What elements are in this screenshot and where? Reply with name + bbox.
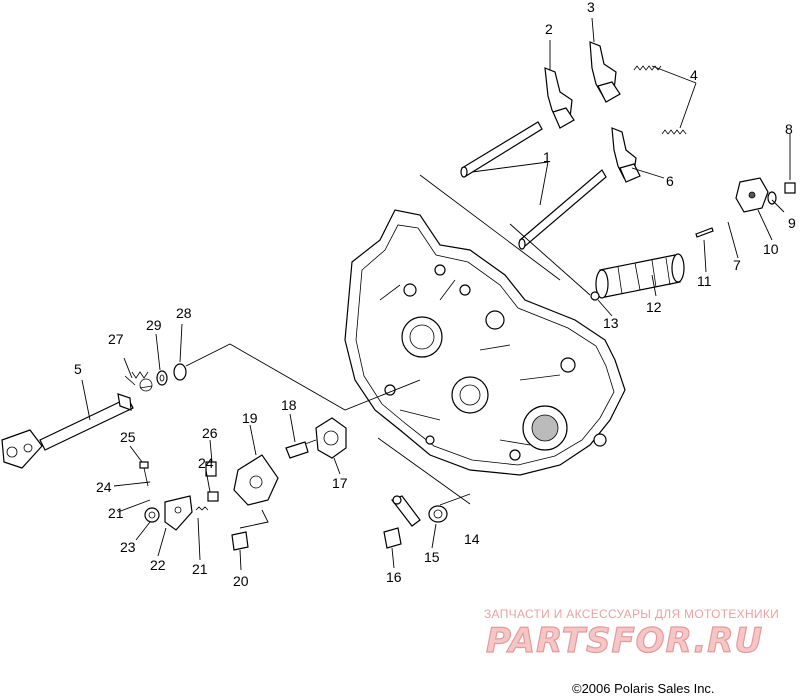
shift-rod-upper: [460, 121, 543, 178]
pin-25: [139, 461, 149, 487]
return-spring-27: [124, 371, 153, 392]
callout-22: 22: [150, 557, 166, 573]
retainer-17: [315, 417, 347, 459]
callout-10: 10: [763, 241, 779, 257]
callout-8: 8: [785, 121, 793, 137]
shift-drum: [595, 253, 685, 299]
crankcase: [344, 209, 626, 476]
shift-fork-6: [611, 127, 641, 183]
roller-26: [205, 461, 217, 477]
lever-15: [391, 495, 421, 527]
callout-21-upper: 21: [108, 505, 124, 521]
shift-plate-19: [233, 454, 279, 506]
callout-16: 16: [386, 569, 402, 585]
callout-15: 15: [424, 549, 440, 565]
callout-21-lower: 21: [192, 561, 208, 577]
spring-21: [195, 506, 209, 511]
watermark-tagline: ЗАПЧАСТИ И АКСЕССУАРЫ ДЛЯ МОТОТЕХНИКИ: [484, 607, 779, 621]
callout-24-left: 24: [96, 479, 112, 495]
washer-9: [767, 191, 777, 205]
callout-2: 2: [545, 21, 553, 37]
callout-25: 25: [120, 429, 136, 445]
callout-28: 28: [176, 305, 192, 321]
callout-1: 1: [543, 149, 551, 165]
shift-fork-2: [544, 67, 575, 129]
shift-rod-lower: [518, 169, 607, 250]
bolt-16: [383, 527, 402, 549]
callout-11: 11: [697, 273, 712, 289]
callout-27: 27: [108, 331, 124, 347]
callout-6: 6: [666, 173, 674, 189]
bolt-20: [231, 531, 249, 551]
callout-17: 17: [332, 475, 348, 491]
callout-3: 3: [587, 0, 595, 15]
nut-23: [144, 507, 160, 523]
callout-13: 13: [603, 315, 619, 331]
callout-29: 29: [146, 317, 162, 333]
collar-24: [207, 491, 219, 502]
callout-26: 26: [202, 425, 218, 441]
watermark-brand: PARTSFOR.RU: [486, 621, 763, 661]
callout-12: 12: [646, 299, 662, 315]
pin-13: [590, 291, 600, 301]
leader-lines: [81, 17, 791, 571]
drum-pin: [695, 227, 714, 238]
callout-19: 19: [242, 410, 258, 426]
callout-20: 20: [233, 573, 249, 589]
washer-29: [156, 370, 168, 386]
shift-fork-3: [589, 41, 621, 103]
shift-arm-22: [164, 495, 193, 531]
callout-9: 9: [788, 215, 796, 231]
callout-14: 14: [464, 531, 480, 547]
copyright-notice: ©2006 Polaris Sales Inc.: [572, 681, 715, 696]
bolt-18: [285, 439, 317, 459]
watermark: ЗАПЧАСТИ И АКСЕССУАРЫ ДЛЯ МОТОТЕХНИКИ PA…: [484, 607, 779, 662]
clip-28: [173, 363, 187, 381]
spring-4-lower: [661, 129, 687, 135]
callout-18: 18: [281, 397, 297, 413]
shift-drum-star: [735, 177, 769, 213]
callout-7: 7: [733, 257, 741, 273]
bushing-14: [428, 505, 448, 523]
bolt-8: [784, 182, 796, 194]
shift-shaft: [1, 393, 134, 469]
callout-24-right: 24: [198, 455, 214, 471]
callout-4: 4: [690, 67, 698, 83]
callout-5: 5: [74, 361, 82, 377]
callout-23: 23: [120, 539, 136, 555]
callout-labels: 1 2 3 4 5 6 7 8 9 10 11 12 13 14 15 16 1…: [74, 0, 796, 589]
